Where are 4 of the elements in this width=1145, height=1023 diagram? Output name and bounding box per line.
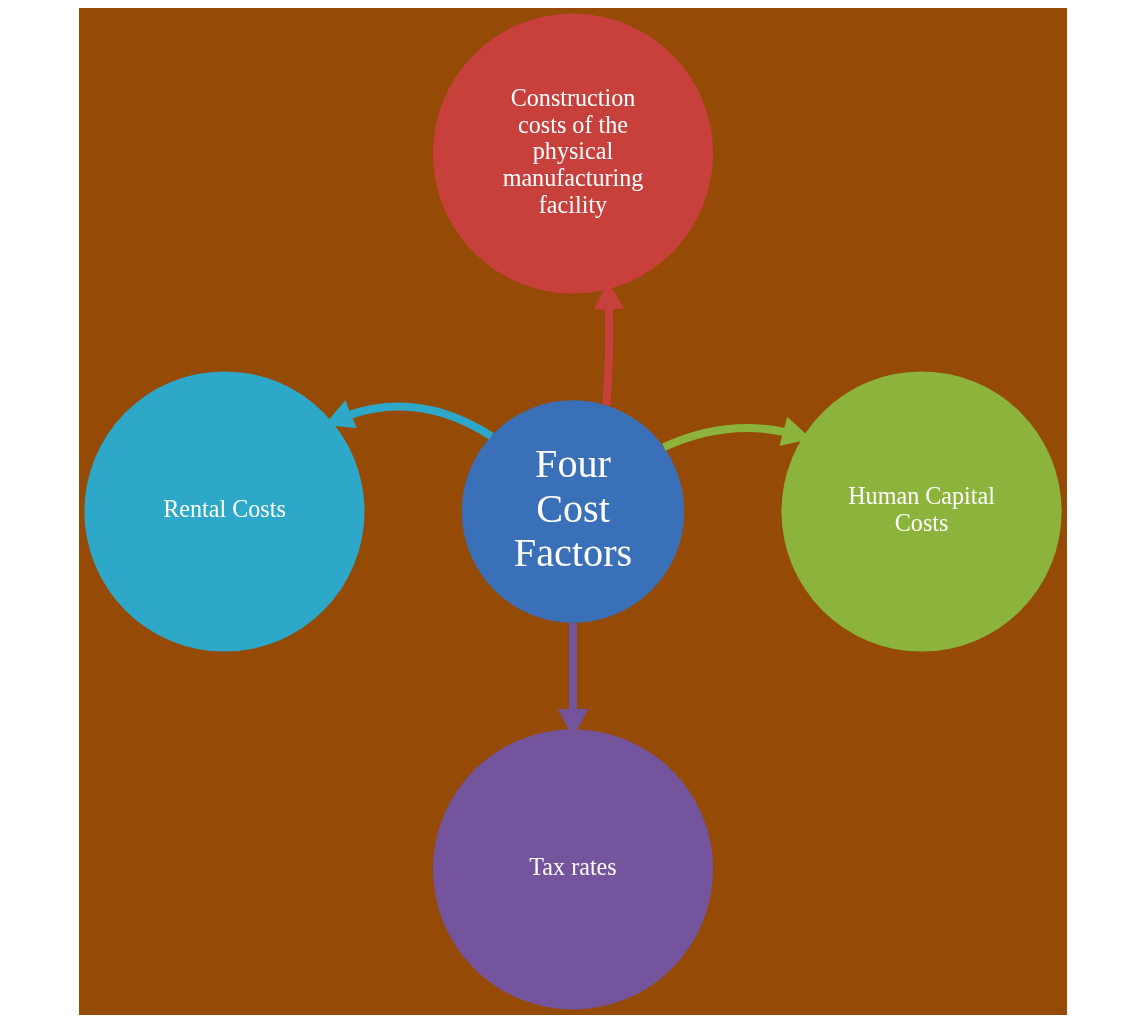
node-circle: Tax rates xyxy=(432,729,713,1010)
node-circle: Rental Costs xyxy=(83,371,365,652)
node-circle: Construction costs of the physical manufacturing facility xyxy=(432,13,713,294)
node-circle: Four Cost Factors xyxy=(461,400,684,623)
